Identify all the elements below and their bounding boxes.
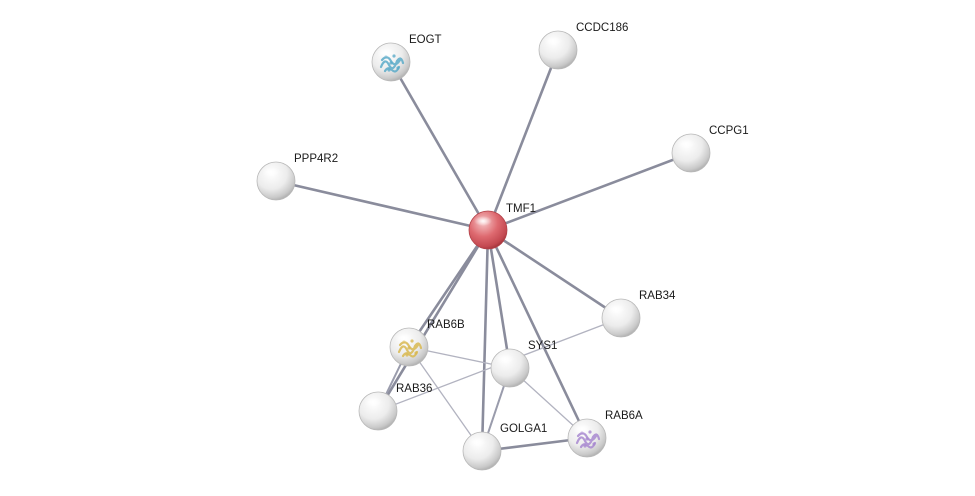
node-label: RAB34 bbox=[639, 290, 676, 302]
node-bubble[interactable] bbox=[601, 298, 641, 338]
node-label: RAB6B bbox=[427, 319, 465, 331]
node-tmf1[interactable]: TMF1 bbox=[468, 203, 536, 250]
node-label: TMF1 bbox=[506, 203, 536, 215]
edge-tmf1-eogt[interactable] bbox=[389, 60, 490, 232]
protein-structure-icon bbox=[379, 54, 405, 73]
node-label: RAB36 bbox=[396, 383, 432, 395]
node-highlight bbox=[607, 304, 625, 314]
edge-tmf1-sys1[interactable] bbox=[486, 228, 512, 370]
node-ppp4r2[interactable]: PPP4R2 bbox=[256, 153, 338, 201]
node-highlight bbox=[544, 36, 562, 46]
node-label: RAB6A bbox=[605, 410, 643, 422]
node-highlight bbox=[468, 437, 486, 447]
edge-rab6b-golga1[interactable] bbox=[408, 346, 483, 452]
edge-tmf1-rab34[interactable] bbox=[486, 228, 623, 320]
node-highlight bbox=[377, 48, 395, 58]
node-label: PPP4R2 bbox=[294, 153, 338, 165]
node-highlight bbox=[474, 216, 492, 226]
node-highlight bbox=[364, 397, 382, 407]
node-rab34[interactable]: RAB34 bbox=[601, 290, 676, 338]
node-eogt[interactable]: EOGT bbox=[371, 34, 442, 82]
node-label: GOLGA1 bbox=[500, 423, 547, 435]
node-golga1[interactable]: GOLGA1 bbox=[462, 423, 547, 471]
node-label: SYS1 bbox=[528, 340, 557, 352]
node-bubble[interactable] bbox=[468, 210, 508, 250]
node-highlight bbox=[573, 424, 591, 434]
node-ccdc186[interactable]: CCDC186 bbox=[538, 22, 628, 70]
node-label: CCDC186 bbox=[576, 22, 628, 34]
node-ccpg1[interactable]: CCPG1 bbox=[671, 125, 749, 173]
node-bubble[interactable] bbox=[538, 30, 578, 70]
edge-tmf1-ccpg1[interactable] bbox=[486, 151, 693, 232]
node-bubble[interactable] bbox=[256, 161, 296, 201]
node-rab6b[interactable]: RAB6B bbox=[389, 319, 465, 367]
edge-tmf1-ccdc186[interactable] bbox=[486, 48, 560, 232]
edge-tmf1-rab6a[interactable] bbox=[486, 228, 589, 440]
edge-tmf1-ppp4r2[interactable] bbox=[274, 179, 490, 232]
node-highlight bbox=[262, 167, 280, 177]
node-label: EOGT bbox=[409, 34, 442, 46]
node-rab36[interactable]: RAB36 bbox=[358, 383, 432, 431]
node-sys1[interactable]: SYS1 bbox=[490, 340, 557, 388]
edge-tmf1-golga1[interactable] bbox=[480, 228, 490, 453]
node-highlight bbox=[677, 139, 695, 149]
edge-tmf1-rab36[interactable] bbox=[376, 228, 490, 413]
node-bubble[interactable] bbox=[462, 431, 502, 471]
edges-layer bbox=[274, 48, 693, 453]
node-highlight bbox=[496, 354, 514, 364]
node-bubble[interactable] bbox=[358, 391, 398, 431]
node-bubble[interactable] bbox=[490, 348, 530, 388]
node-label: CCPG1 bbox=[709, 125, 749, 137]
node-rab6a[interactable]: RAB6A bbox=[567, 410, 643, 458]
node-bubble[interactable] bbox=[671, 133, 711, 173]
node-highlight bbox=[395, 333, 413, 343]
